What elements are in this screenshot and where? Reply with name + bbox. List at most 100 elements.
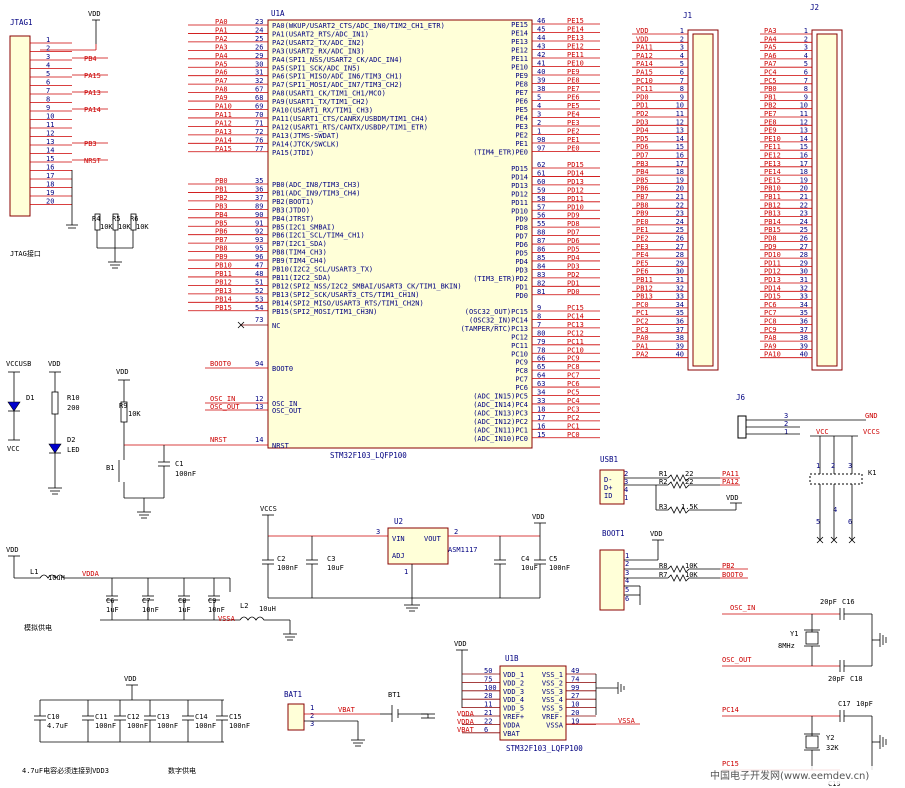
reset-block: VDD R9 10K NRST 14 B1 C1 100nF 73 BOOT0 …	[106, 316, 268, 519]
j1-pin-num: 30	[676, 268, 684, 276]
u2-ref: U2	[394, 517, 403, 526]
u1b-right-pin-num: 27	[571, 692, 579, 700]
u1a-right-pin-num: 1	[537, 128, 541, 136]
u1a-left-pin-num: 31	[255, 69, 263, 77]
j2-net: PB12	[764, 201, 781, 209]
u1b-right-pin-func: VSS_4	[542, 696, 563, 704]
l2-ref: L2	[240, 602, 248, 610]
j1-net: PD7	[636, 152, 649, 160]
u1a-left-pin-num: 53	[255, 295, 263, 303]
u1a-left-pin-func: PA5(SPI1_SCK/ADC_IN5)	[272, 64, 361, 72]
u1a-right-net: PD11	[567, 195, 584, 203]
j2-pin-num: 12	[800, 118, 808, 126]
crystal-block: OSC_IN OSC_OUT Y1 8MHz 20pF C16 20pF C18…	[722, 598, 887, 788]
boot-boot0: BOOT0	[722, 571, 743, 579]
reg-vccs: VCCS	[260, 505, 277, 513]
analog-cap-val: 1uF	[106, 606, 119, 614]
u1b-left-pin-num: 21	[484, 709, 492, 717]
j6-body	[737, 415, 747, 439]
j1-net: PD4	[636, 127, 649, 135]
analog-cap-ref: C9	[208, 597, 216, 605]
u1b-net-vssa: VSSA	[618, 717, 636, 725]
analog-cap-ref: C7	[142, 597, 150, 605]
j2-pin-num: 13	[800, 127, 808, 135]
k1-pin3: 3	[848, 462, 852, 470]
analog-vdd: VDD	[6, 546, 19, 554]
j1-net: PD5	[636, 135, 649, 143]
u1b-left-pin-num: 22	[484, 717, 492, 725]
u1a-right-net: PD10	[567, 203, 584, 211]
j2-pin-num: 30	[800, 268, 808, 276]
j1-net: VDD	[636, 35, 649, 43]
u1a-left-pin-num: 26	[255, 43, 263, 51]
b1-ref: B1	[106, 464, 114, 472]
j1-pin-num: 31	[676, 276, 684, 284]
u1a-left-pin-func: PB0(ADC_IN8/TIM3_CH3)	[272, 181, 361, 189]
jtag-pin-num: 19	[46, 189, 54, 197]
r7-val: 10K	[685, 571, 698, 579]
j2-net: PD14	[764, 284, 781, 292]
u1a-right-pin-num: 55	[537, 220, 545, 228]
u1b-left-pin-num: 75	[484, 675, 492, 683]
usb1-ref: USB1	[600, 455, 618, 464]
digital-cap-val: 100nF	[195, 722, 216, 730]
u1a-right-pin-num: 34	[537, 389, 545, 397]
u1a-left-pin-func: NRST	[272, 442, 290, 450]
u1a-right-pin-func: PE5	[515, 106, 528, 114]
u1a-right-pin-func: PE1	[515, 140, 528, 148]
digital-cap-ref: C15	[229, 713, 242, 721]
u1a-left-pin-func: PA1(USART2_RTS/ADC_IN1)	[272, 30, 369, 38]
j2-net: PD15	[764, 293, 781, 301]
u1a-left-net: PB11	[215, 270, 232, 278]
j2-net: PE11	[764, 143, 781, 151]
j2-pin-num: 8	[804, 85, 808, 93]
u1a-right-pin-func: PC11	[511, 342, 528, 350]
u1a-right-pin-num: 63	[537, 380, 545, 388]
u1b-right-pin-num: 99	[571, 684, 579, 692]
u1a-right-pin-num: 40	[537, 68, 545, 76]
u1a-right-pin-num: 38	[537, 85, 545, 93]
c16-val: 20pF	[820, 598, 837, 606]
j1-net: PC1	[636, 309, 649, 317]
j1-pin-num: 16	[676, 152, 684, 160]
u1a-right-pin-func: (ADC_IN14)PC4	[473, 401, 528, 409]
j2-pin-num: 5	[804, 60, 808, 68]
u1a-ref: U1A	[271, 9, 285, 18]
u1b-right-pin-func: VSSA	[546, 721, 564, 729]
j2-pin-num: 36	[800, 318, 808, 326]
u1b-left-pin-func: VBAT	[503, 730, 521, 738]
j2-net: PB14	[764, 218, 781, 226]
j1-net: PA12	[636, 52, 653, 60]
k1-switch	[809, 473, 863, 485]
j1-pin-num: 5	[680, 60, 684, 68]
u1a-right-pin-num: 60	[537, 178, 545, 186]
u1a-left-pin-func: PA12(USART1_RTS/CANTX/USBDP/TIM1_ETR)	[272, 123, 428, 131]
u1a-right-pin-func: PD0	[515, 292, 528, 300]
j1-net: PB6	[636, 185, 649, 193]
u1a-right-pin-num: 3	[537, 111, 541, 119]
u1a-left-pin-func: PB6(I2C1_SCL/TIM4_CH1)	[272, 232, 365, 240]
u1a-left-pin-num: 72	[255, 128, 263, 136]
j2-net: PD13	[764, 276, 781, 284]
u1a-right-net: PC4	[567, 397, 580, 405]
u1a-right-pin-num: 42	[537, 51, 545, 59]
u1a-right-net: PD13	[567, 178, 584, 186]
u1a-right-net: PD4	[567, 254, 580, 262]
u1a-right-pin-func: (ADC_IN13)PC3	[473, 409, 528, 417]
r8-resistor-icon	[667, 565, 720, 573]
digital-caption-left: 4.7uF电容必须连接到VDD3	[22, 766, 109, 775]
u1a-left-pin-func: PA0(WKUP/USART2_CTS/ADC_IN0/TIM2_CH1_ETR…	[272, 22, 445, 30]
u1a-left-net: PB4	[215, 211, 228, 219]
u1a-left-pin-func: PA15(JTDI)	[272, 149, 314, 157]
usb-block: USB1 D- D+ ID 2 3 4 1 R1 22 R2 22 PA11 P…	[599, 455, 742, 514]
jtag-net-pb4: PB4	[84, 55, 97, 63]
u1a-right-pin-func: PE13	[511, 38, 528, 46]
y1-val: 8MHz	[778, 642, 795, 650]
j1-pin-num: 34	[676, 301, 684, 309]
digital-cap-val: 100nF	[229, 722, 250, 730]
jtag-net-pa15: PA15	[84, 72, 101, 80]
u2-part: ASM1117	[448, 546, 478, 554]
digital-cap-val: 100nF	[95, 722, 116, 730]
